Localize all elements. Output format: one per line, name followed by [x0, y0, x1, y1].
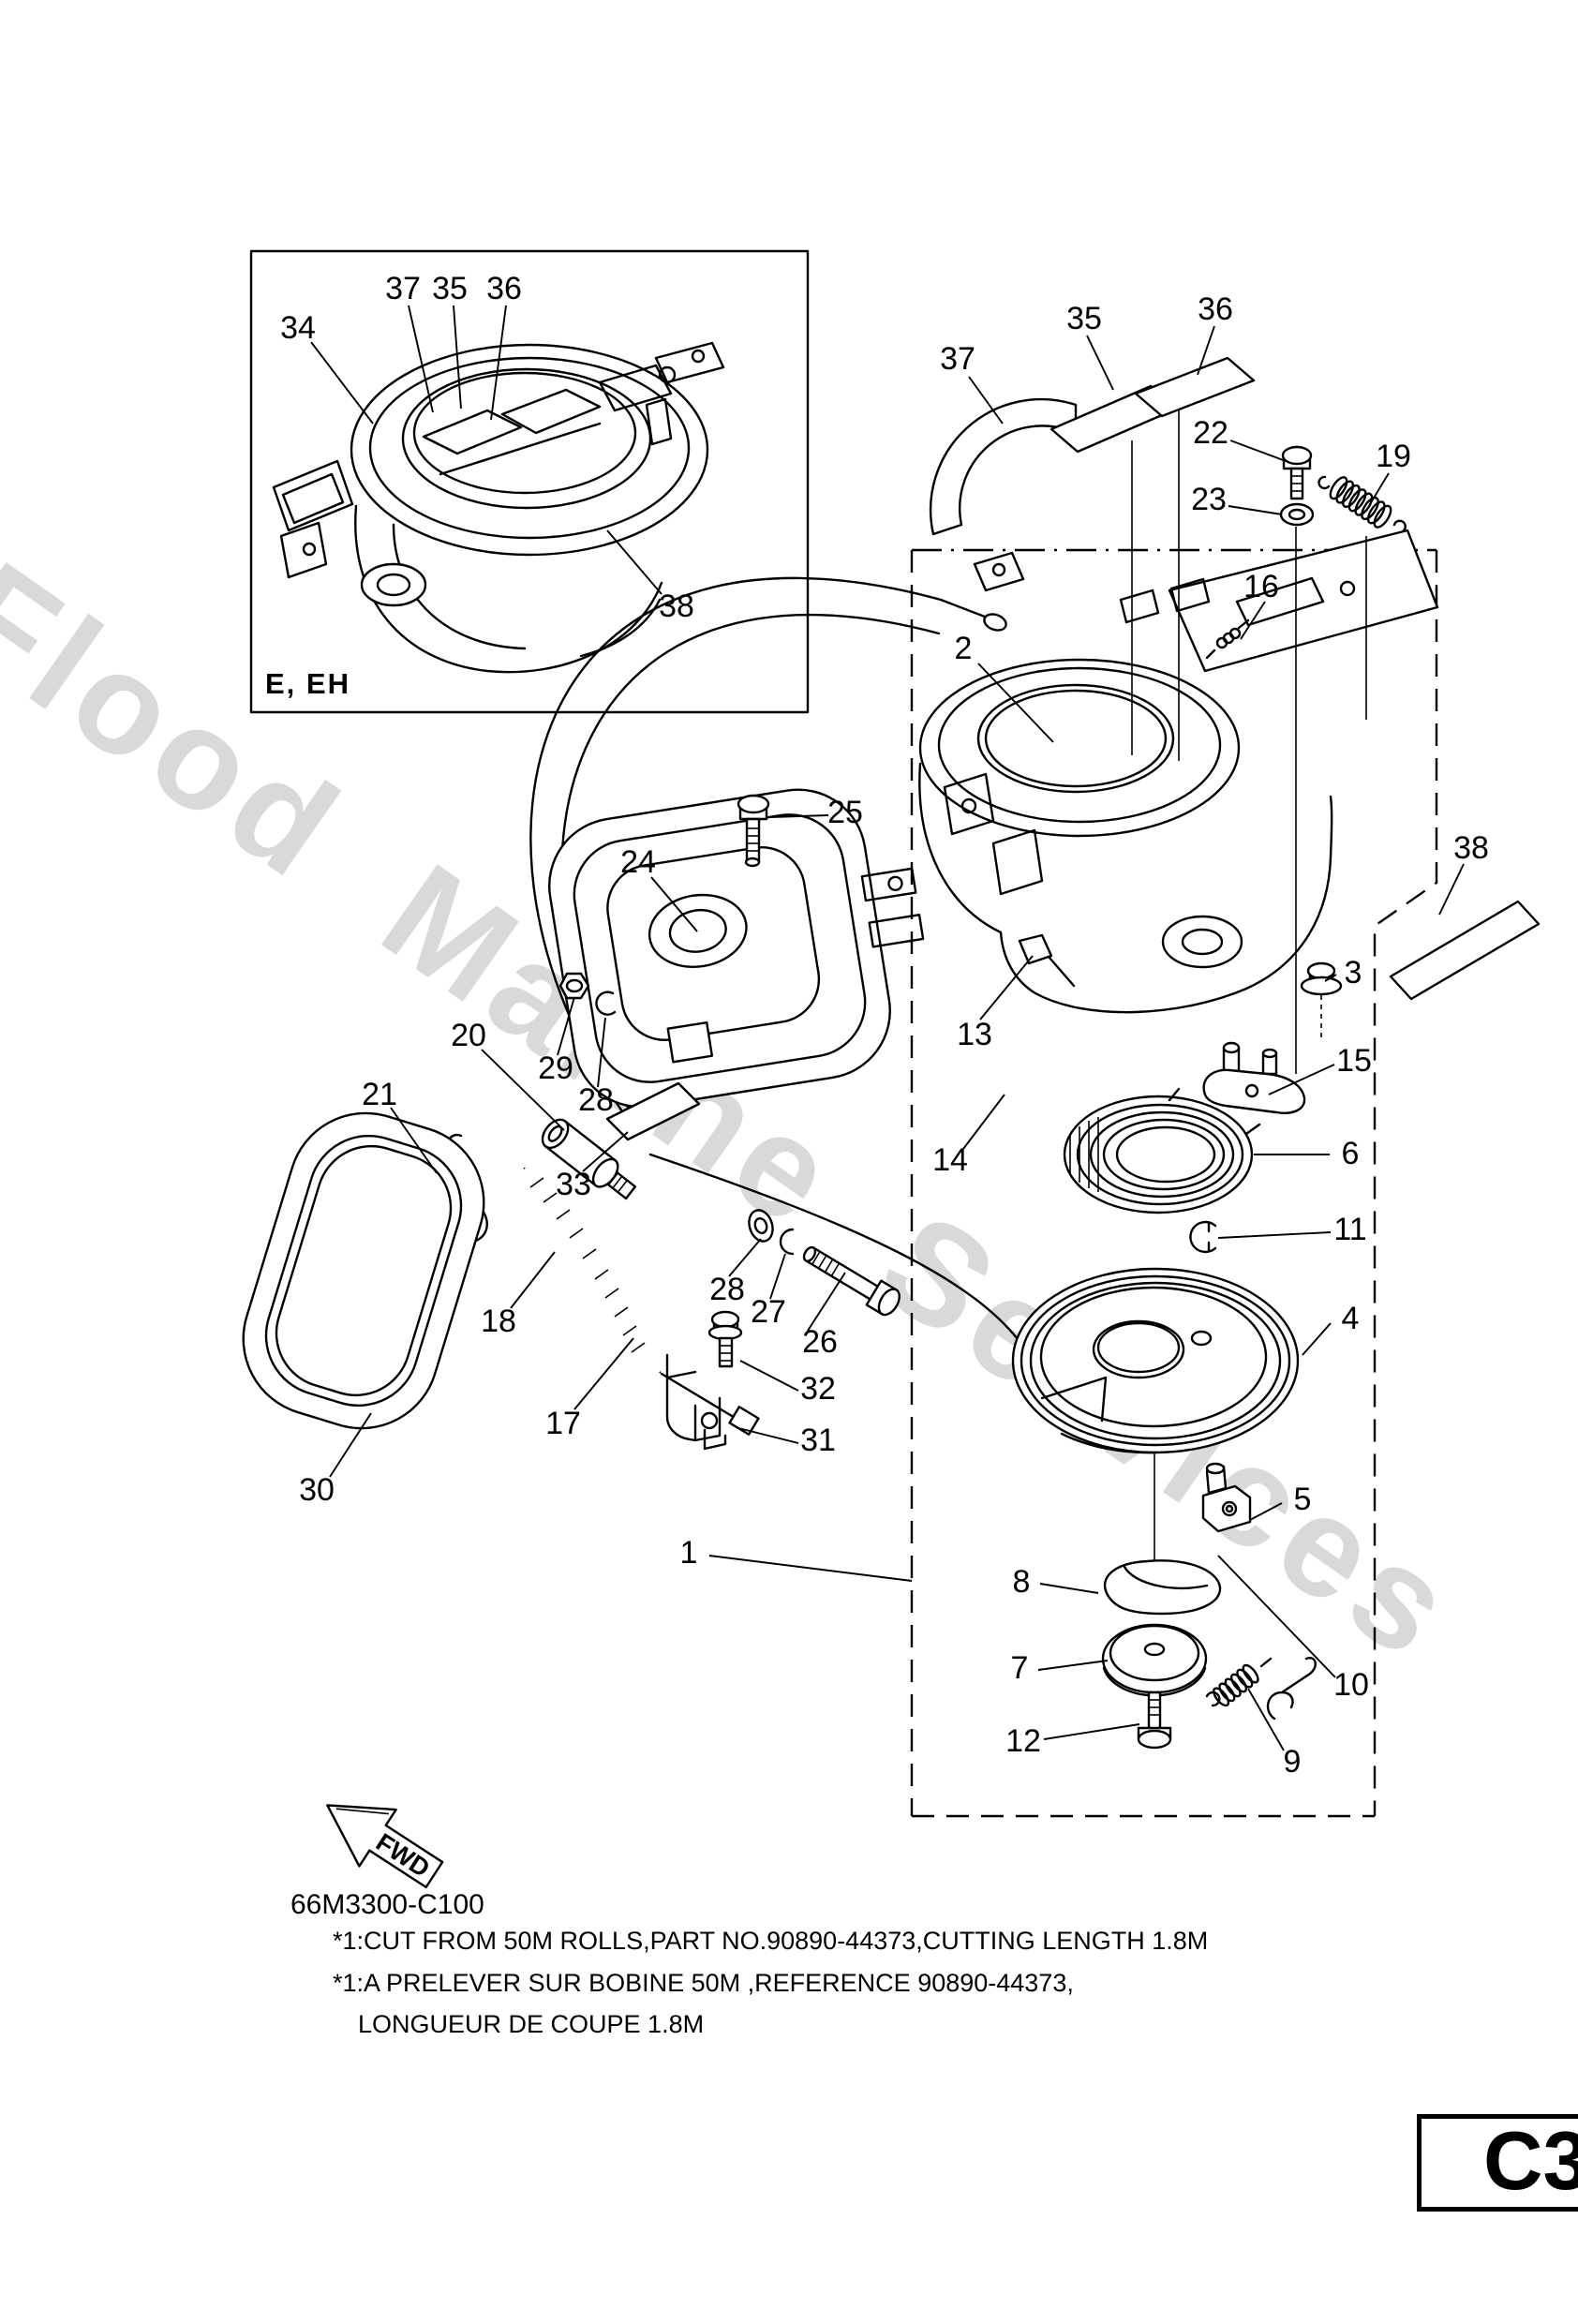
part-37-seal: [929, 397, 1078, 536]
part-callout-15: 15: [1336, 1043, 1372, 1079]
page-code-box: C3: [1417, 2114, 1578, 2212]
part-callout-37: 37: [385, 271, 421, 306]
part-callout-21: 21: [362, 1077, 397, 1112]
part-callout-18: 18: [481, 1304, 516, 1339]
footer-note-french-1: *1:A PRELEVER SUR BOBINE 50M ,REFERENCE …: [333, 1969, 1074, 1997]
part-27-c-clip: [779, 1228, 795, 1256]
part-callout-22: 22: [1193, 415, 1228, 451]
part-31-bracket: [665, 1353, 727, 1451]
part-23-washer: [1279, 502, 1315, 527]
inset-leader-lines: [310, 305, 662, 595]
part-callout-29: 29: [538, 1050, 573, 1086]
part-28-washer-lower: [748, 1209, 774, 1243]
part-callout-5: 5: [1293, 1482, 1312, 1517]
part-callout-23: 23: [1191, 482, 1227, 517]
part-callout-9: 9: [1283, 1744, 1302, 1780]
inset-variant-box: [249, 249, 810, 714]
part-callout-8: 8: [1012, 1564, 1031, 1600]
part-callout-7: 7: [1010, 1650, 1029, 1686]
part-19-spring: [1317, 475, 1407, 532]
part-callout-37: 37: [940, 341, 975, 377]
part-callout-36: 36: [1198, 291, 1233, 327]
part-callout-12: 12: [1005, 1723, 1041, 1759]
part-callout-13: 13: [957, 1017, 992, 1052]
part-22-bolt: [1281, 445, 1313, 500]
part-8-drive-plate: [1103, 1559, 1222, 1616]
part-11-e-clip: [1189, 1220, 1217, 1254]
part-callout-20: 20: [451, 1018, 486, 1053]
inset-sticker-36: [500, 388, 602, 435]
part-33-sticker: [605, 1081, 701, 1141]
part-callout-6: 6: [1341, 1136, 1360, 1171]
part-callout-35: 35: [1066, 301, 1102, 336]
part-callout-24: 24: [620, 844, 656, 880]
part-callout-25: 25: [827, 795, 863, 830]
part-4-sheave-drum: [1011, 1267, 1300, 1454]
part-callout-10: 10: [1333, 1667, 1369, 1703]
part-24-silencer: [548, 788, 925, 1109]
part-callout-34: 34: [280, 310, 316, 346]
part-callout-28: 28: [578, 1082, 614, 1118]
part-callout-2: 2: [954, 631, 973, 666]
part-callout-31: 31: [800, 1423, 836, 1458]
part-28-clip-upper: [595, 991, 617, 1016]
part-18-throttle-cable: [522, 1166, 662, 1375]
part-15-stopper-arm: [1202, 1041, 1306, 1114]
part-callout-4: 4: [1341, 1301, 1360, 1336]
part-5-bushing-block: [1201, 1462, 1252, 1533]
part-2-starter-case: [918, 529, 1439, 1014]
part-3-bushing: [1300, 961, 1343, 996]
part-callout-26: 26: [802, 1324, 838, 1360]
part-9-spring: [1205, 1657, 1273, 1707]
part-20-cable-joint: [541, 1118, 637, 1200]
part-16-clip: [1205, 618, 1250, 660]
fwd-arrow: FWD: [326, 1804, 444, 1889]
part-callout-17: 17: [545, 1406, 581, 1441]
part-callout-19: 19: [1376, 439, 1411, 474]
part-38-clamp-strip: [1389, 900, 1541, 1001]
part-25-bolt: [737, 794, 770, 868]
part-callout-35: 35: [432, 271, 468, 306]
footer-note-english: *1:CUT FROM 50M ROLLS,PART NO.90890-4437…: [333, 1927, 1209, 1955]
part-26-bolt: [802, 1245, 901, 1317]
leader-lines: [329, 325, 1465, 1751]
part-callout-11: 11: [1333, 1212, 1367, 1247]
part-callout-3: 3: [1344, 955, 1362, 991]
diagram-code: 66M3300-C100: [290, 1889, 484, 1920]
page-code-text: C3: [1483, 2114, 1578, 2207]
part-callout-28: 28: [709, 1272, 745, 1307]
inset-primer-dome: [360, 562, 427, 607]
inset-variant-label: E, EH: [265, 667, 350, 700]
part-30-seal-ring: [242, 1111, 485, 1430]
part-callout-27: 27: [751, 1294, 786, 1330]
part-callout-32: 32: [800, 1371, 836, 1407]
inset-cowling-drawing: [272, 341, 725, 674]
part-6-spiral-spring: [1063, 1087, 1261, 1214]
part-callout-33: 33: [556, 1167, 591, 1202]
part-29-nut: [558, 972, 590, 1000]
part-12-bolt: [1137, 1691, 1172, 1750]
rope-guide-13: [1018, 933, 1053, 965]
part-10-spring-hook: [1266, 1657, 1317, 1721]
inset-sticker-35: [422, 409, 523, 455]
part-36-sticker: [1134, 356, 1256, 418]
part-callout-36: 36: [486, 271, 522, 306]
part-callout-14: 14: [932, 1142, 968, 1178]
part-callout-16: 16: [1243, 569, 1279, 604]
footer-note-french-2: LONGUEUR DE COUPE 1.8M: [358, 2010, 705, 2038]
part-callout-1: 1: [679, 1535, 698, 1571]
part-callout-30: 30: [299, 1472, 335, 1508]
part-32-bolt: [707, 1310, 743, 1368]
part-callout-38: 38: [1453, 830, 1489, 866]
part-callout-38: 38: [659, 588, 694, 624]
